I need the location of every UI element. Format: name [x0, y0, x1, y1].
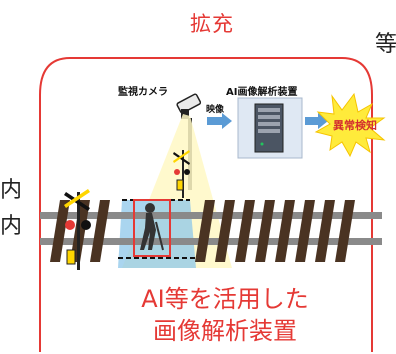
caption: AI等を活用した 画像解析装置 — [110, 283, 340, 347]
detection-box — [133, 199, 171, 257]
camera-label: 監視カメラ — [118, 87, 168, 98]
alert-arrow — [305, 113, 328, 129]
caption-line-2: 画像解析装置 — [153, 317, 297, 345]
alert-burst-icon — [314, 92, 386, 158]
frame-right-border — [70, 57, 373, 352]
crossing-signal-right — [173, 150, 190, 198]
video-arrow — [207, 113, 232, 129]
analyzer-label: AI画像解析装置 — [226, 87, 298, 98]
camera-icon — [176, 93, 202, 119]
video-label: 映像 — [206, 105, 225, 115]
frame-left-border — [39, 57, 71, 352]
clipped-text-top-right: 等 — [375, 32, 396, 57]
clipped-text-left-2: 内 — [0, 214, 23, 239]
server-icon — [254, 103, 284, 153]
page-title: 拡充 — [190, 12, 234, 36]
alert-label: 異常検知 — [333, 119, 377, 132]
pedestrian-icon — [140, 203, 164, 251]
crossing-signal-left — [64, 189, 91, 270]
clipped-text-left-1: 内 — [0, 178, 23, 203]
caption-line-1: AI等を活用した — [141, 285, 309, 313]
